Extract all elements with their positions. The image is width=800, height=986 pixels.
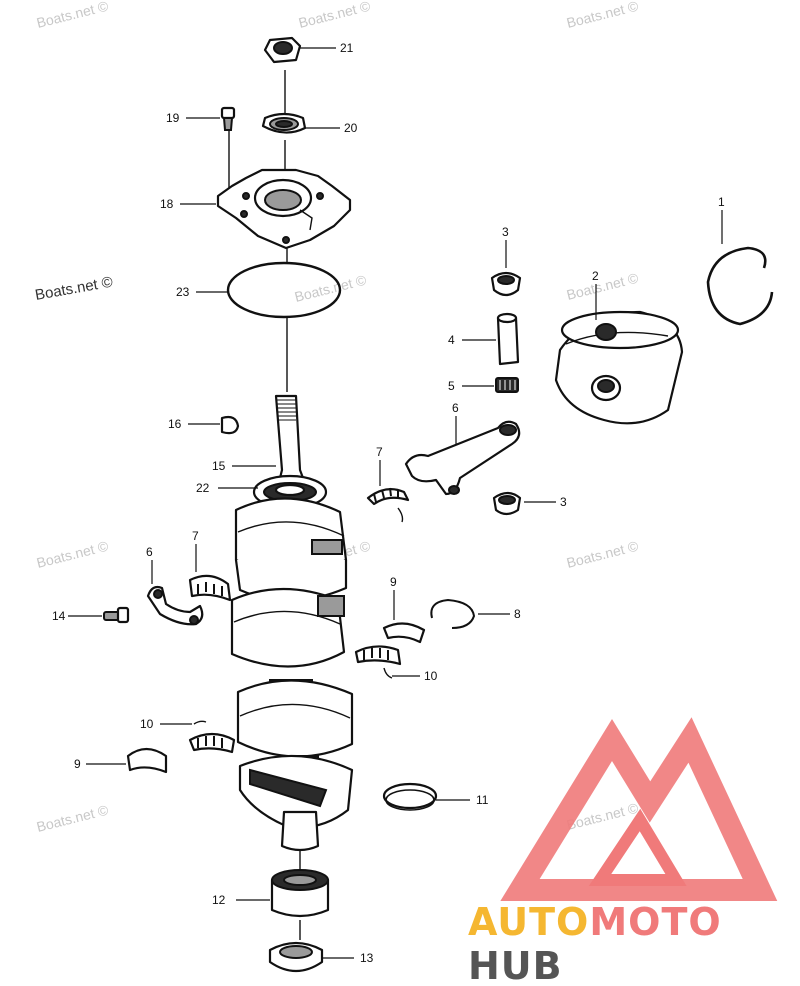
part-18-bearing-cage: 18 <box>160 168 352 250</box>
callout-16: 16 <box>168 417 182 431</box>
callout-7a: 7 <box>376 445 383 459</box>
part-3-thrust-washer-top: 3 <box>490 225 522 297</box>
watermark: Boats.net © <box>565 0 641 31</box>
callout-13: 13 <box>360 951 374 965</box>
logo-wordmark: AUTOMOTO HUB <box>468 900 798 986</box>
part-14-screw: 14 <box>52 606 130 624</box>
part-21-nut: 21 <box>263 36 354 64</box>
part-7-bearing-cage-left: 7 <box>188 529 232 602</box>
part-8-retaining-ring: 8 <box>430 598 521 629</box>
part-9-bearing-half-left: 9 <box>74 747 168 774</box>
part-20-seal: 20 <box>261 112 358 135</box>
callout-10b: 10 <box>140 717 154 731</box>
part-9-bearing-half-right: 9 <box>382 575 426 644</box>
callout-22: 22 <box>196 481 210 495</box>
callout-9b: 9 <box>74 757 81 771</box>
watermark: Boats.net © <box>35 0 111 31</box>
part-3-thrust-washer-lower: 3 <box>492 491 567 516</box>
watermark: Boats.net © <box>297 0 373 31</box>
part-10-bearing-cage-right: 10 <box>354 645 438 683</box>
part-19-screw: 19 <box>166 106 236 131</box>
watermark: Boats.net © <box>565 537 641 570</box>
callout-6a: 6 <box>452 401 459 415</box>
part-7-bearing-cage-right: 7 <box>366 445 410 523</box>
callout-3a: 3 <box>502 225 509 239</box>
part-4-piston-pin: 4 <box>448 312 520 366</box>
callout-1: 1 <box>718 195 725 209</box>
callout-6b: 6 <box>146 545 153 559</box>
part-6-rod-cap: 6 <box>146 545 204 626</box>
logo-word-hub: HUB <box>468 944 563 986</box>
callout-12: 12 <box>212 893 226 907</box>
callout-18: 18 <box>160 197 174 211</box>
callout-2: 2 <box>592 269 599 283</box>
watermark: Boats.net © <box>565 269 641 302</box>
part-16-key: 16 <box>168 415 240 435</box>
part-13-seal: 13 <box>268 941 374 973</box>
watermark: Boats.net © <box>35 537 111 570</box>
callout-5: 5 <box>448 379 455 393</box>
part-12-roller-bearing: 12 <box>212 869 330 918</box>
callout-7b: 7 <box>192 529 199 543</box>
part-23-o-ring: 23 <box>176 261 342 319</box>
part-10-bearing-cage-left: 10 <box>140 717 236 754</box>
callout-19: 19 <box>166 111 180 125</box>
watermark-dark: Boats.net © <box>34 274 114 304</box>
callout-3b: 3 <box>560 495 567 509</box>
part-1-piston-ring: 1 <box>706 195 774 326</box>
callout-4: 4 <box>448 333 455 347</box>
part-2-piston: 2 <box>554 269 684 425</box>
part-11-ring: 11 <box>382 782 489 811</box>
callout-21: 21 <box>340 41 354 55</box>
logo-word-moto: MOTO <box>589 900 722 944</box>
callout-8: 8 <box>514 607 521 621</box>
part-5-needle-bearing: 5 <box>448 377 519 393</box>
part-15-crankshaft: 15 22 <box>196 394 354 852</box>
callout-14: 14 <box>52 609 66 623</box>
watermark: Boats.net © <box>35 801 111 834</box>
callout-15: 15 <box>212 459 226 473</box>
axis-lines <box>228 70 301 940</box>
logo-word-auto: AUTO <box>468 900 590 944</box>
logo-inner-triangle <box>588 808 687 886</box>
callout-20: 20 <box>344 121 358 135</box>
callout-10a: 10 <box>424 669 438 683</box>
callout-23: 23 <box>176 285 190 299</box>
logo-mark <box>500 717 778 901</box>
callout-9a: 9 <box>390 575 397 589</box>
part-6-connecting-rod: 6 <box>404 401 521 496</box>
callout-11: 11 <box>476 793 489 807</box>
